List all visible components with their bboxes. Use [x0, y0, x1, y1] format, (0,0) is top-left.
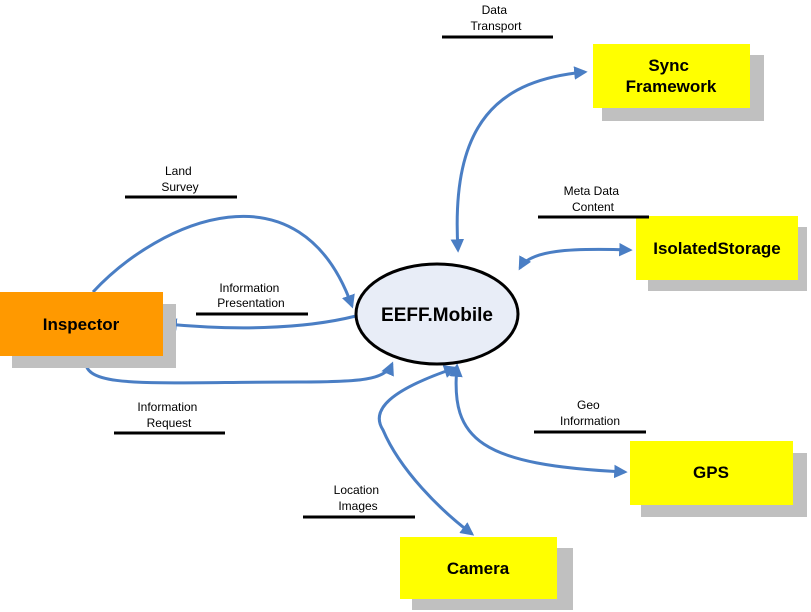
- sync-framework-label-line2: Framework: [626, 77, 717, 96]
- flow-label-meta-data-content: Meta Data Content: [538, 184, 649, 219]
- meta-data-line2: Content: [572, 200, 615, 214]
- camera-node[interactable]: Camera: [400, 537, 573, 610]
- isolated-storage-box: [636, 216, 798, 280]
- info-presentation-line1: Information: [219, 281, 279, 295]
- edge-information-request: [84, 357, 394, 385]
- meta-data-line1: Meta Data: [564, 184, 620, 198]
- svg-text:Meta Data Content: Meta Data Content: [564, 184, 623, 214]
- info-presentation-line2: Presentation: [217, 296, 284, 310]
- eeff-mobile-node[interactable]: EEFF.Mobile: [354, 262, 520, 366]
- location-images-line2: Images: [338, 499, 377, 513]
- svg-text:Land Survey: Land Survey: [161, 164, 198, 194]
- flow-label-location-images: Location Images: [303, 483, 415, 519]
- inspector-label: Inspector: [43, 315, 120, 334]
- svg-text:Location Images: Location Images: [334, 483, 383, 513]
- gps-label: GPS: [693, 463, 729, 482]
- sync-framework-node[interactable]: Sync Framework: [593, 44, 764, 121]
- info-request-line1: Information: [137, 400, 197, 414]
- inspector-box: [0, 292, 163, 356]
- info-request-line2: Request: [147, 416, 192, 430]
- flow-label-information-presentation: Information Presentation: [196, 281, 308, 316]
- edge-land-survey: [91, 215, 355, 309]
- inspector-node[interactable]: Inspector: [0, 292, 176, 368]
- svg-text:Geo Information: Geo Information: [560, 398, 620, 428]
- edge-location-images: [377, 365, 475, 536]
- sync-framework-label-line1: Sync: [648, 56, 689, 75]
- data-transport-line2: Transport: [471, 19, 523, 33]
- edge-information-presentation: [163, 314, 357, 332]
- sync-framework-box: [593, 44, 750, 108]
- geo-info-line2: Information: [560, 414, 620, 428]
- flow-label-information-request: Information Request: [114, 400, 225, 435]
- svg-text:Sync Framework: Sync Framework: [626, 56, 717, 96]
- land-survey-line1: Land: [165, 164, 192, 178]
- edge-data-transport: [450, 66, 588, 253]
- camera-box: [400, 537, 557, 599]
- data-transport-line1: Data: [482, 3, 508, 17]
- land-survey-line2: Survey: [161, 180, 198, 194]
- gps-box: [630, 441, 793, 505]
- location-images-line1: Location: [334, 483, 379, 497]
- isolated-storage-label: IsolatedStorage: [653, 239, 781, 258]
- flow-label-geo-information: Geo Information: [534, 398, 646, 434]
- camera-label: Camera: [447, 559, 510, 578]
- flow-label-land-survey: Land Survey: [125, 164, 237, 199]
- edge-meta-data-content: [518, 242, 633, 271]
- svg-text:Information Presentation: Information Presentation: [217, 281, 284, 310]
- flow-label-data-transport: Data Transport: [442, 3, 553, 39]
- svg-text:Information Request: Information Request: [137, 400, 200, 430]
- gps-node[interactable]: GPS: [630, 441, 807, 517]
- isolated-storage-node[interactable]: IsolatedStorage: [636, 216, 807, 291]
- svg-text:Data Transport: Data Transport: [471, 3, 523, 33]
- eeff-mobile-label: EEFF.Mobile: [381, 305, 493, 326]
- eeff-mobile-ellipse: [354, 262, 520, 366]
- geo-info-line1: Geo: [577, 398, 600, 412]
